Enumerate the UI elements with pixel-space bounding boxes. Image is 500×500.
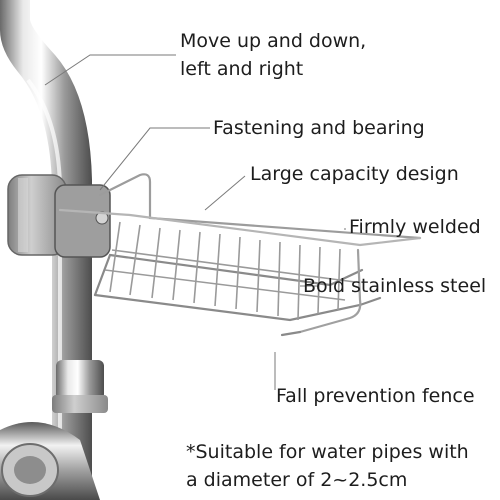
basket-wires: [104, 221, 356, 321]
label-fall-prevention: Fall prevention fence: [276, 385, 475, 407]
pipe-clamp: [7, 174, 111, 258]
stainless-basket: [58, 173, 422, 337]
label-move-line2: left and right: [180, 58, 304, 80]
label-note-line1: *Suitable for water pipes with: [186, 441, 469, 463]
label-note-line2: a diameter of 2~2.5cm: [186, 469, 408, 491]
label-pipe-note: *Suitable for water pipes with a diamete…: [186, 438, 469, 494]
label-move: Move up and down, left and right: [180, 27, 366, 83]
label-bold-stainless: Bold stainless steel: [303, 275, 487, 297]
label-fastening: Fastening and bearing: [213, 117, 425, 139]
leader-lines: [44, 54, 346, 390]
faucet-joint: [0, 360, 108, 500]
label-firmly-welded: Firmly welded: [349, 216, 481, 238]
label-large-capacity: Large capacity design: [250, 163, 459, 185]
label-move-line1: Move up and down,: [180, 30, 367, 52]
